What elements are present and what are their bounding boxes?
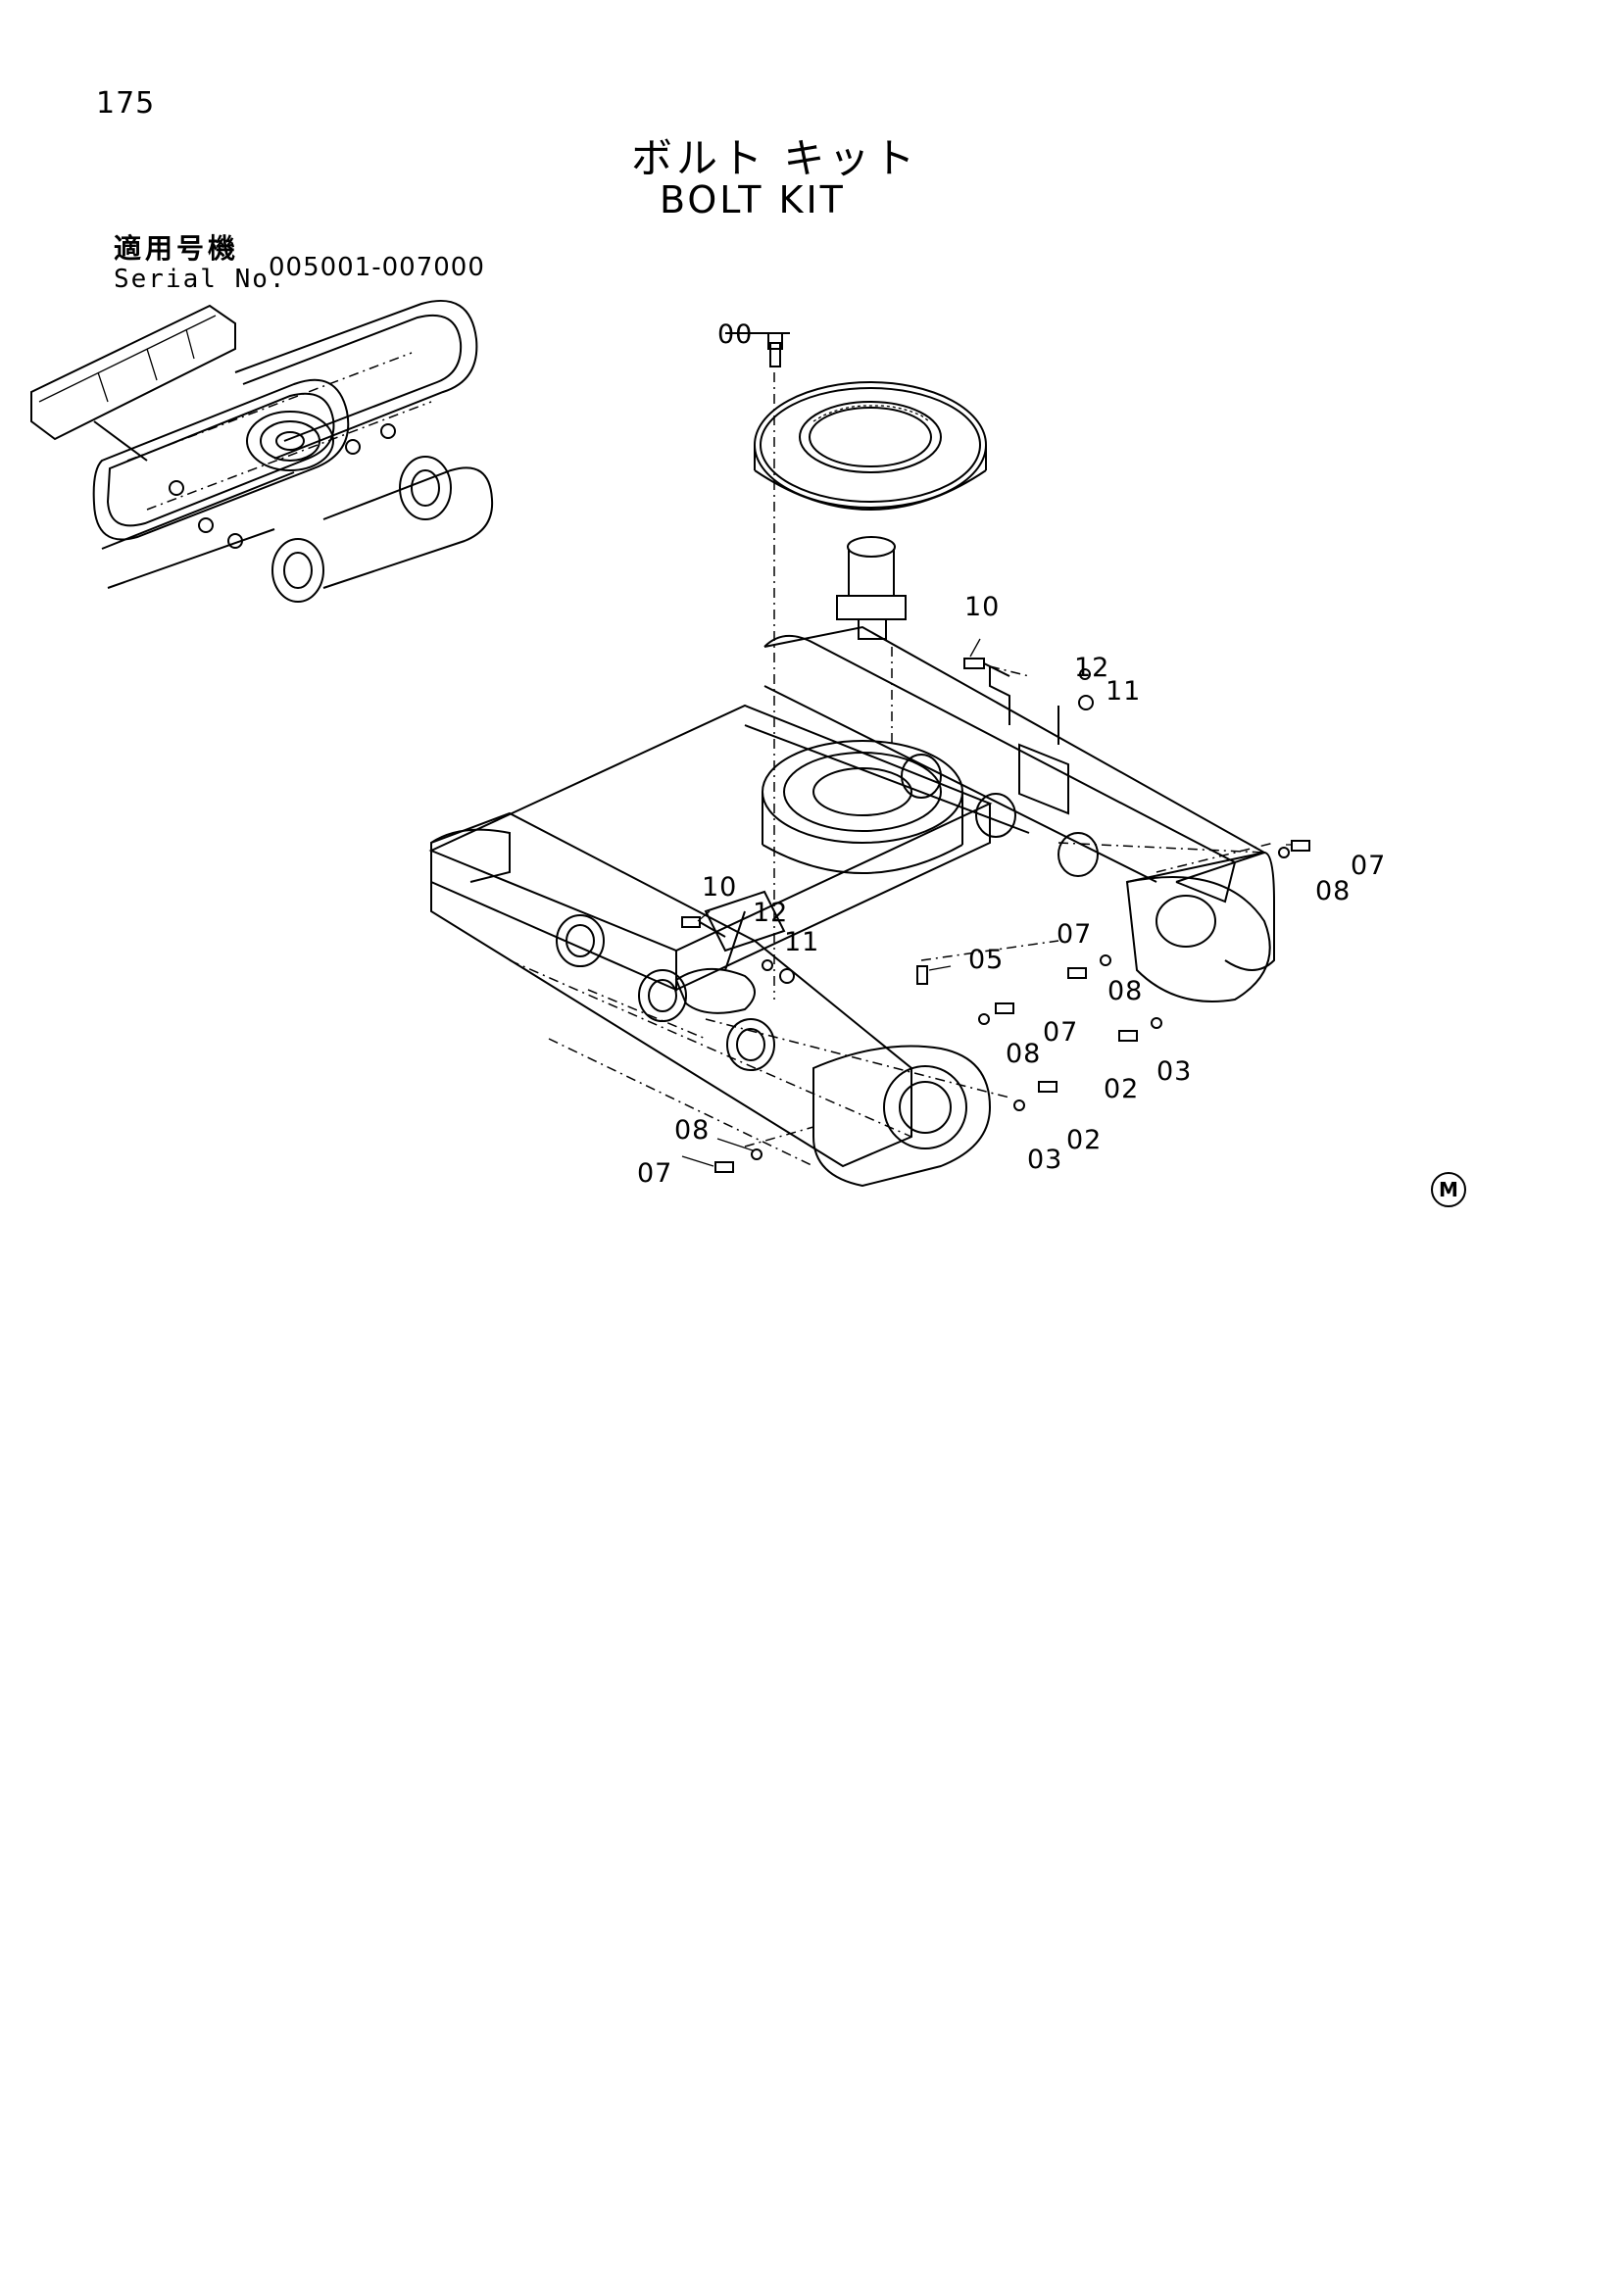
callout-label: 08: [1107, 976, 1144, 1006]
callout-label: 00: [717, 319, 754, 350]
callout-label: 08: [674, 1115, 711, 1146]
callout-label: 02: [1066, 1125, 1103, 1155]
machine-overview-thumbnail: [30, 299, 494, 603]
callout-label: 12: [753, 898, 789, 928]
serial-label-japanese: 適用号機: [114, 232, 240, 265]
callout-label: 08: [1006, 1039, 1042, 1069]
callout-label: 10: [702, 872, 738, 903]
callout-label: 12: [1074, 653, 1110, 683]
title-english: BOLT KIT: [660, 178, 846, 221]
callout-label: 02: [1104, 1074, 1140, 1104]
serial-range: 005001-007000: [269, 253, 485, 282]
undercarriage-exploded-view: [428, 332, 1310, 1188]
callout-label: 03: [1156, 1056, 1193, 1087]
title-japanese: ボルト キット: [631, 134, 919, 182]
callout-label: 08: [1315, 876, 1352, 906]
callout-label: 03: [1027, 1145, 1063, 1175]
callout-label: 07: [1057, 919, 1093, 950]
callout-label: 10: [964, 592, 1001, 622]
callout-label: 05: [968, 945, 1005, 975]
callout-label: 11: [1106, 676, 1142, 707]
callout-label: 11: [784, 927, 820, 957]
callout-label: 07: [1351, 851, 1387, 881]
serial-label-english: Serial No.: [114, 265, 287, 294]
model-mark: M: [1431, 1172, 1466, 1207]
callout-label: 07: [1043, 1017, 1079, 1048]
page-number: 175: [96, 86, 156, 121]
callout-label: 07: [637, 1158, 673, 1189]
